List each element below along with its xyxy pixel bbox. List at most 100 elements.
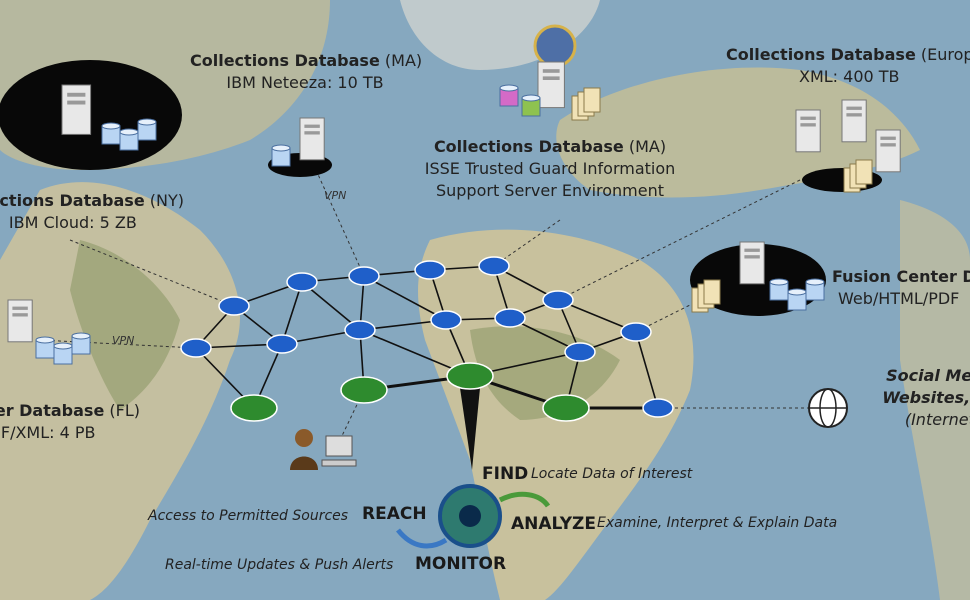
fusion-detail: Web/HTML/PDF [838,289,960,308]
find-desc: Locate Data of Interest [531,466,693,482]
network-node [494,308,526,328]
europe-name: Collections Database [726,45,916,64]
monitor-desc: Real-time Updates & Push Alerts [165,557,394,573]
network-node [218,296,250,316]
ny-detail: IBM Cloud: 5 ZB [8,213,137,232]
network-link-9 [301,281,361,331]
server-icon [875,129,901,173]
label-ny: Collections Database (NY) IBM Cloud: 5 Z… [0,190,184,234]
network-node [266,334,298,354]
reach-desc: Access to Permitted Sources [148,508,349,524]
internet-line2: Websites, etc [882,388,970,407]
label-internet: Social Media Websites, etc (Internet) [858,365,970,431]
ma2-detail2: Support Server Environment [435,181,665,200]
server-slot [304,124,320,128]
server-icon [299,117,325,161]
document-stack-icon [855,159,873,185]
label-ma1: Collections Database (MA) IBM Neteeza: 1… [190,50,423,94]
database-top [499,84,519,92]
server-icon [739,241,765,285]
network-node [542,290,574,310]
server-slot [800,123,816,127]
ny-loc: (NY) [149,191,184,210]
server-slot [744,248,760,252]
ma2-loc: (MA) [628,137,667,156]
network-node [286,272,318,292]
database-top [137,118,157,126]
server-slot [67,100,86,105]
network-node [430,310,462,330]
analyze-desc: Examine, Interpret & Explain Data [597,515,838,531]
server-slot [12,306,28,310]
server-icon [795,109,821,153]
user-body [290,456,318,470]
hub-node [542,394,590,422]
ny-name: Collections Database [0,191,145,210]
keyboard-icon [321,459,357,467]
server-slot [12,313,28,317]
server-slot [304,131,320,135]
network-node [344,320,376,340]
server-slot [880,143,896,147]
label-ma2: Collections Database (MA) ISSE Trusted G… [400,136,700,202]
ma1-detail: IBM Neteeza: 10 TB [226,73,384,92]
vpn-label-fl: VPN [112,334,135,347]
cycle-arrow-green [498,491,551,508]
network-link-7 [281,281,303,345]
server-slot [846,106,862,110]
network-link-12 [363,275,447,321]
network-node [620,322,652,342]
server-slot [67,92,86,97]
server-icon [7,299,33,343]
document-stack-icon [583,87,601,113]
dashed-link-0 [69,239,235,307]
database-top [521,94,541,102]
dashed-link-2 [493,219,561,267]
network-node [180,338,212,358]
vpn-label-ma: VPN [324,189,347,202]
hub-node [340,376,388,404]
reach-label: REACH [362,504,427,524]
hub-node [230,394,278,422]
network-node [478,256,510,276]
internet-line1: Social Media [886,366,970,385]
find-label: FIND [482,464,529,484]
network-node [414,260,446,280]
label-fl: Fusion Center Database (FL) Web/HTML/PDF… [0,400,140,444]
database-top [805,278,825,286]
database-top [271,144,291,152]
europe-loc: (Europe) [920,45,970,64]
database-top [119,128,139,136]
server-icon [537,61,565,109]
dashed-link-1 [315,169,365,277]
ma1-loc: (MA) [384,51,423,70]
database-top [35,336,55,344]
network-link-28 [635,331,659,409]
analyze-label: ANALYZE [511,514,596,534]
network-node [642,398,674,418]
analysis-pupil [459,505,481,527]
server-slot [542,76,560,80]
server-slot [800,116,816,120]
fl-detail: Web/HTML/PDF/XML: 4 PB [0,423,96,442]
europe-detail: XML: 400 TB [799,67,900,86]
monitor-label: MONITOR [415,554,507,574]
hub-node [446,362,494,390]
user-workstation-icon [295,429,313,447]
server-slot [744,255,760,259]
server-slot [542,69,560,73]
fl-loc: (FL) [109,401,140,420]
database-top [787,288,807,296]
network-node [348,266,380,286]
cycle-arrow-blue [396,528,448,549]
ma2-name: Collections Database [433,137,624,156]
fusion-name: Fusion Center Database [832,267,970,286]
server-slot [880,136,896,140]
server-slot [846,113,862,117]
network-node [564,342,596,362]
monitor-icon [325,435,353,457]
server-icon [61,84,92,135]
label-fusion: Fusion Center Database Web/HTML/PDF [832,266,970,310]
database-top [769,278,789,286]
